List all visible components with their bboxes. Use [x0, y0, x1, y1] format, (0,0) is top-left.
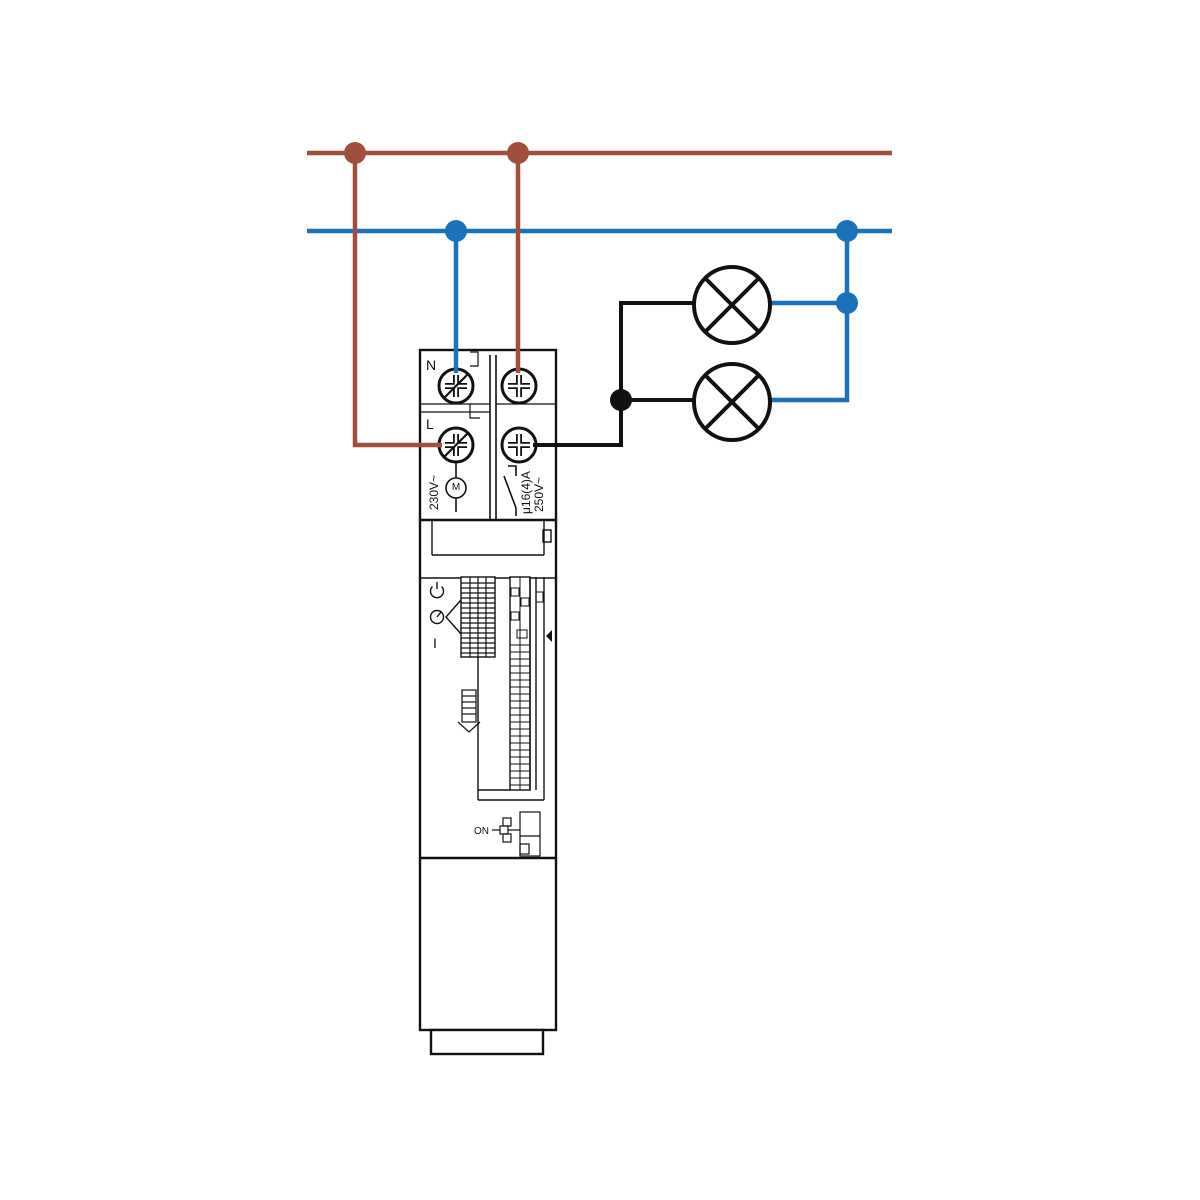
junction-neutral-lamps	[836, 292, 858, 314]
knob-ridges	[461, 577, 495, 657]
device-body	[418, 348, 558, 1032]
junction-line-right	[507, 142, 529, 164]
neutral-return-wire	[770, 231, 850, 403]
device-foot	[429, 1028, 545, 1056]
selector-pointer	[445, 599, 462, 635]
timer-dial	[445, 576, 552, 801]
lamp-top-icon	[692, 265, 772, 345]
relay-contact-symbol	[503, 465, 517, 516]
screw-live-icon	[437, 426, 475, 464]
junction-neutral-right	[836, 220, 858, 242]
motor-symbol	[445, 462, 467, 512]
motor-label: M	[452, 482, 460, 493]
drum-segments	[510, 587, 544, 786]
terminal-label-neutral: N	[426, 357, 436, 373]
lamp-bottom-icon	[692, 362, 772, 442]
override-switch-icon	[492, 811, 541, 857]
junction-line-left	[344, 142, 366, 164]
line-wire-to-live-terminal	[352, 153, 442, 448]
rotation-arrow-icon	[457, 689, 481, 733]
load-output-wire	[533, 301, 694, 447]
screw-neutral-icon	[437, 367, 475, 405]
contact-voltage-label: 250V~	[532, 477, 546, 512]
clock-icon	[429, 609, 445, 625]
contact-rating-label: μ16(4)A	[519, 471, 533, 514]
junction-neutral-left	[445, 220, 467, 242]
index-marker	[546, 630, 552, 642]
junction-load	[610, 389, 632, 411]
power-icon	[429, 582, 445, 599]
supply-voltage-label: 230V~	[427, 475, 441, 510]
time-switch-device	[418, 348, 558, 1056]
terminal-label-live: L	[426, 416, 434, 432]
dial-on-label: I	[433, 635, 437, 651]
screw-supply-icon	[500, 367, 538, 405]
override-label: ON	[474, 826, 489, 837]
screw-load-icon	[500, 426, 538, 464]
